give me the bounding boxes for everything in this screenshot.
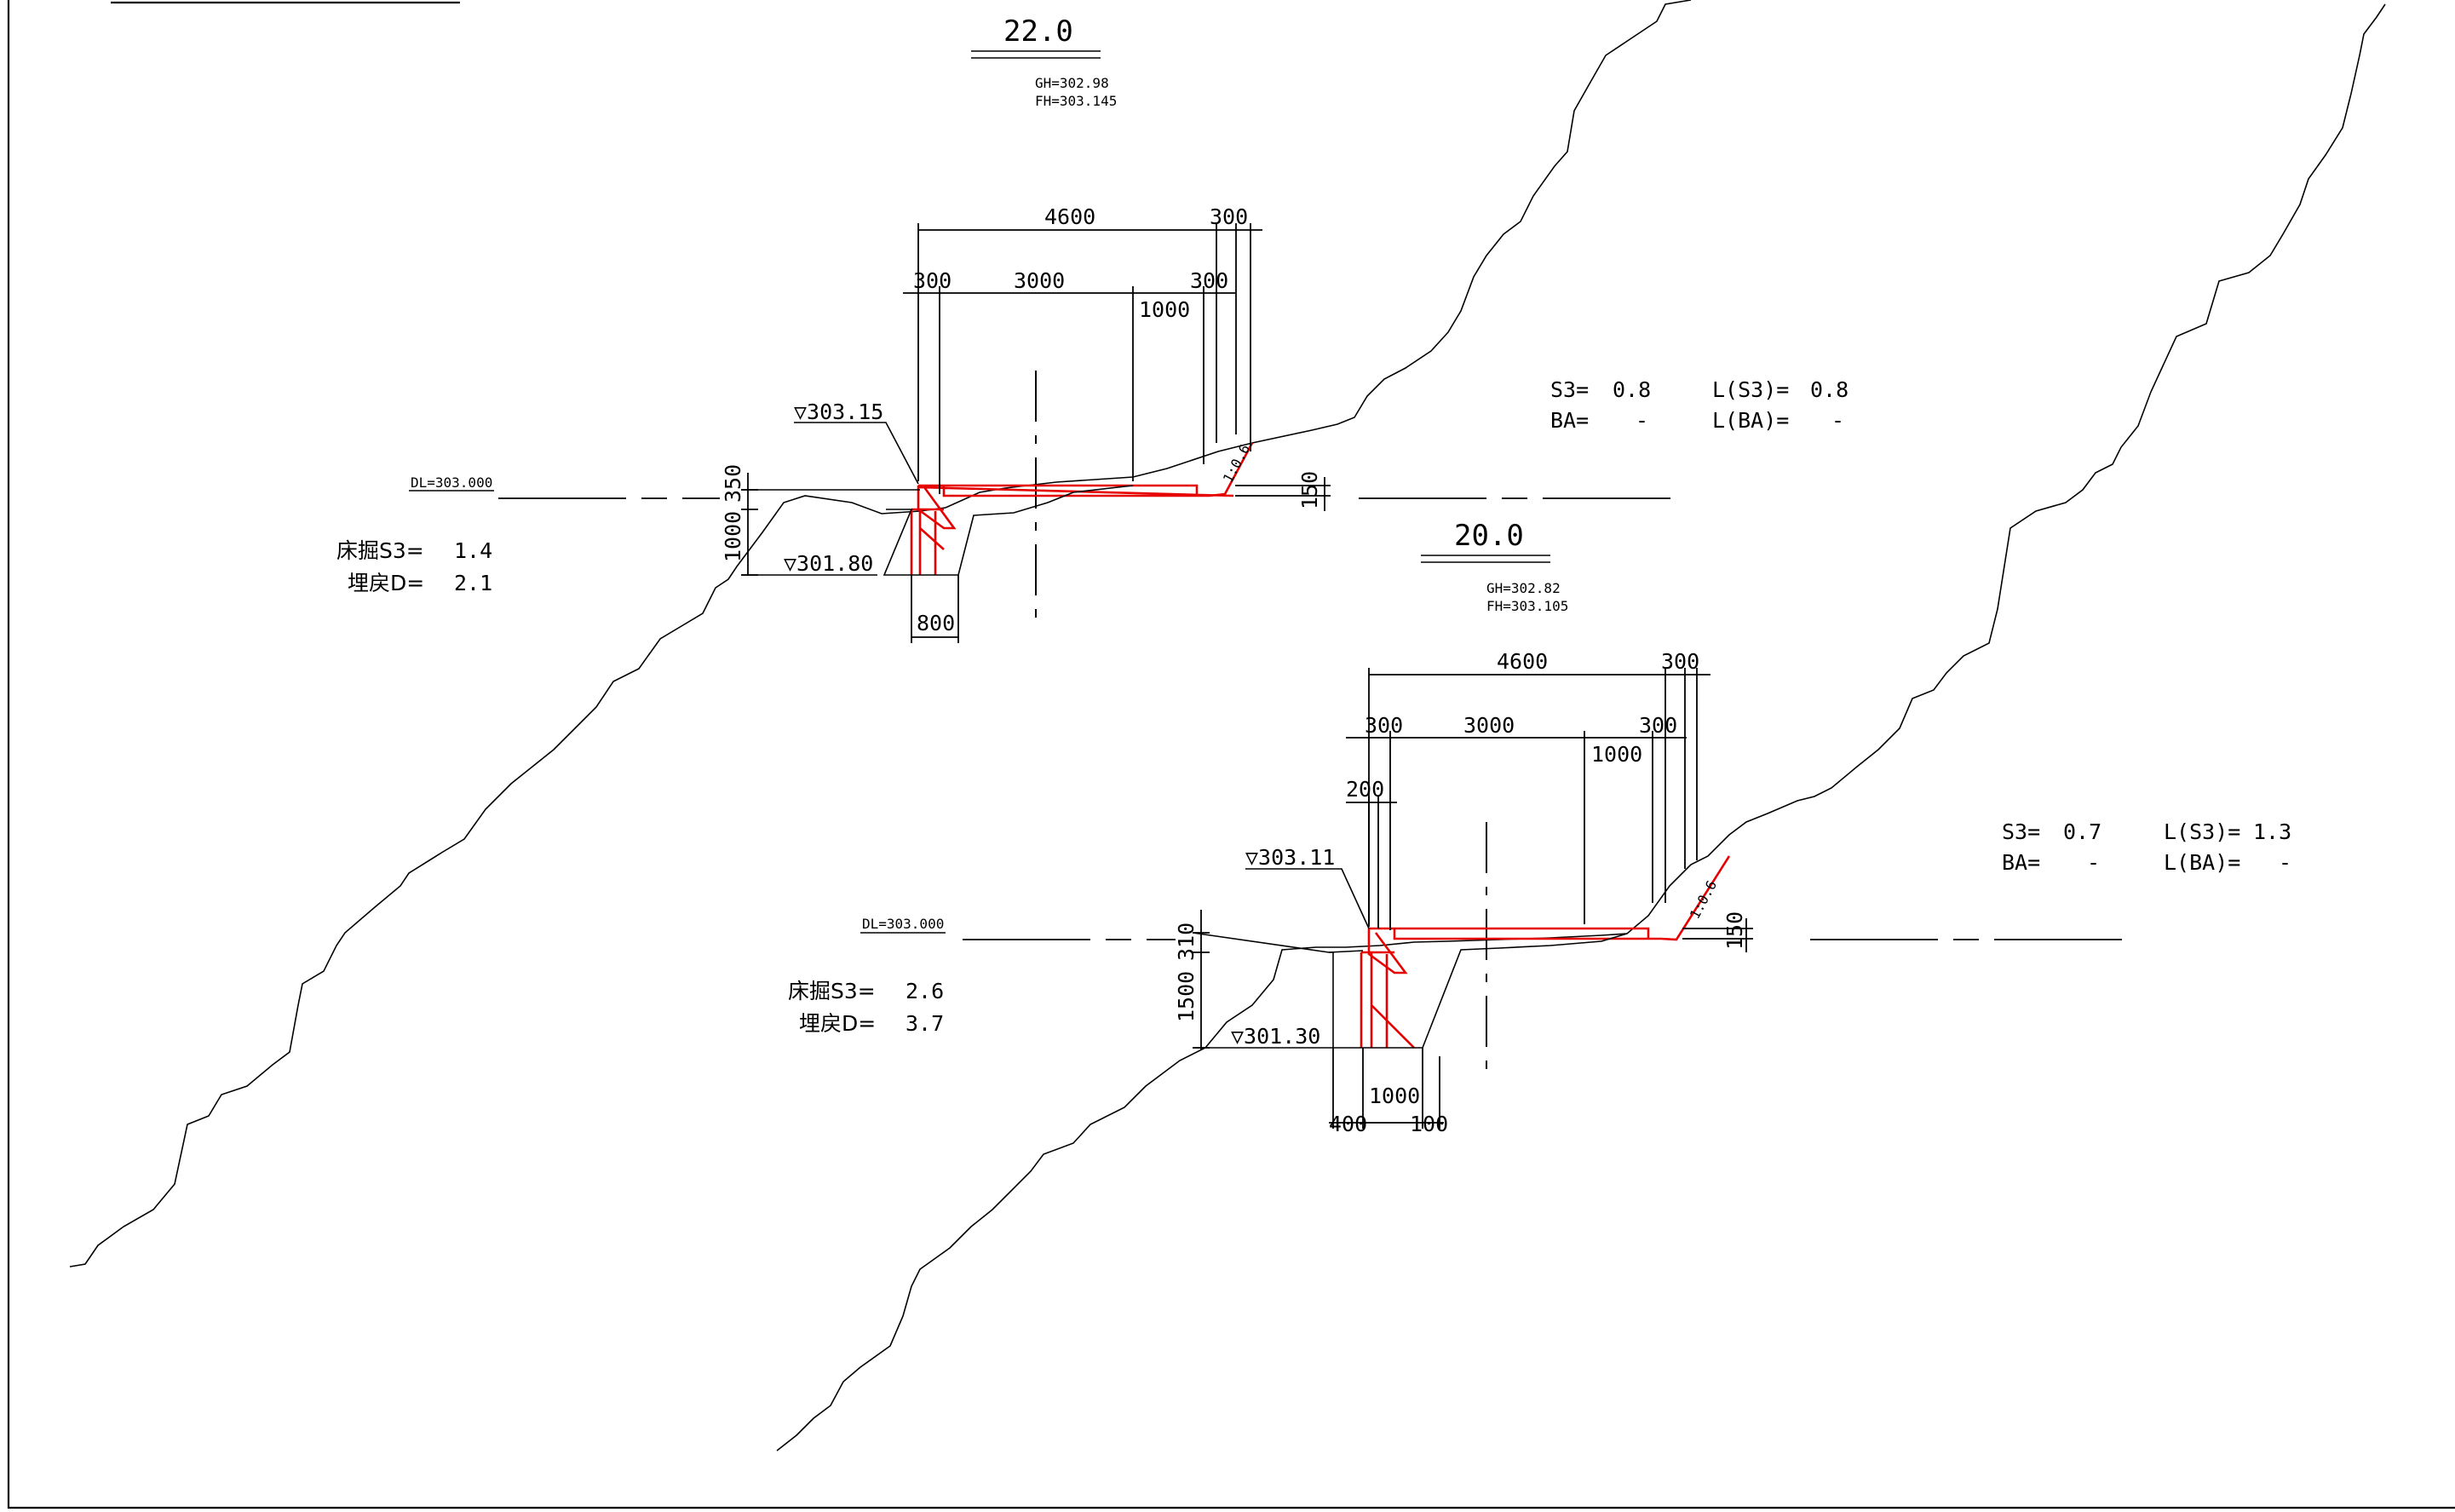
dim-300-top: 300 xyxy=(1661,649,1699,674)
excavation-value: 2.6 xyxy=(906,979,944,1003)
ls3-value: 1.3 xyxy=(2253,819,2291,844)
dim-1000-v: 1000 xyxy=(721,511,745,562)
dim-1000: 1000 xyxy=(1591,742,1642,767)
fh-label: FH=303.105 xyxy=(1486,598,1568,614)
s3-label: S3= xyxy=(1550,377,1589,402)
elev-top-leader xyxy=(1245,868,1370,929)
dl-label: DL=303.000 xyxy=(862,916,944,932)
sheet-border xyxy=(7,0,2455,1509)
ba-value: - xyxy=(1636,408,1648,433)
backfill-label: 埋戻D= xyxy=(348,571,424,595)
dim-400: 400 xyxy=(1329,1112,1367,1136)
elev-bottom: ▽301.80 xyxy=(784,551,873,576)
backfill-label: 埋戻D= xyxy=(799,1011,876,1036)
station-title: 22.0 xyxy=(1003,14,1073,49)
station-underline xyxy=(971,50,1101,59)
dim-3000: 3000 xyxy=(1014,268,1065,293)
dim-800: 800 xyxy=(917,611,955,635)
road-structure xyxy=(1367,855,1731,974)
dim-300-right: 300 xyxy=(1639,713,1677,738)
dim-vertical xyxy=(1193,910,1210,1049)
terrain-line xyxy=(776,3,2386,1452)
dim-150: 150 xyxy=(1722,911,1747,950)
dim-bottom-line xyxy=(1329,1048,1444,1129)
dim-4600: 4600 xyxy=(1044,204,1095,229)
dim-150: 150 xyxy=(1297,471,1322,509)
fh-label: FH=303.145 xyxy=(1035,93,1117,109)
section-20: 20.0 GH=302.82 FH=303.105 DL=303.000 460… xyxy=(776,3,2386,1452)
dim-line-4600 xyxy=(917,223,1262,481)
dim-350: 350 xyxy=(721,464,745,503)
excavation-outline xyxy=(1329,933,1628,1049)
dim-300-left: 300 xyxy=(913,268,952,293)
dim-4600: 4600 xyxy=(1497,649,1548,674)
gh-label: GH=302.98 xyxy=(1035,75,1109,91)
red-trench xyxy=(1360,951,1415,1049)
dim-line-200 xyxy=(1346,796,1397,928)
backfill-value: 2.1 xyxy=(454,571,492,595)
elev-top: ▽303.15 xyxy=(794,400,883,424)
elev-top: ▽303.11 xyxy=(1245,845,1335,870)
dim-1000-bottom: 1000 xyxy=(1369,1084,1420,1108)
dim-300-top: 300 xyxy=(1210,204,1248,229)
s3-label: S3= xyxy=(2002,819,2040,844)
dim-100: 100 xyxy=(1410,1112,1448,1136)
ls3-label: L(S3)= xyxy=(1712,377,1789,402)
dim-3000: 3000 xyxy=(1463,713,1515,738)
dim-300-right: 300 xyxy=(1190,268,1228,293)
ls3-label: L(S3)= xyxy=(2164,819,2240,844)
dim-1000: 1000 xyxy=(1139,297,1190,322)
dl-label: DL=303.000 xyxy=(411,474,492,491)
elev-bottom: ▽301.30 xyxy=(1231,1024,1320,1049)
excavation-outline xyxy=(883,485,1134,576)
station-underline xyxy=(1421,555,1550,563)
lba-label: L(BA)= xyxy=(1712,408,1789,433)
ls3-value: 0.8 xyxy=(1810,377,1848,402)
dim-150-line xyxy=(1682,918,1753,952)
dim-310: 310 xyxy=(1174,923,1199,961)
station-title: 20.0 xyxy=(1454,519,1524,553)
elev-top-leader xyxy=(794,422,919,485)
ba-label: BA= xyxy=(2002,850,2040,875)
dim-800-line xyxy=(911,575,959,643)
s3-value: 0.8 xyxy=(1613,377,1651,402)
excavation-value: 1.4 xyxy=(454,538,492,563)
backfill-value: 3.7 xyxy=(906,1011,944,1036)
excavation-label: 床掘S3= xyxy=(788,979,876,1003)
lba-value: - xyxy=(1831,408,1844,433)
dim-line-3000 xyxy=(1346,731,1687,930)
dim-300-left: 300 xyxy=(1365,713,1403,738)
dim-200: 200 xyxy=(1346,777,1384,802)
gh-label: GH=302.82 xyxy=(1486,580,1561,596)
dim-150-line xyxy=(1235,477,1331,511)
dim-1500: 1500 xyxy=(1174,971,1199,1022)
terrain-line xyxy=(69,0,1692,1268)
dim-vertical xyxy=(741,473,758,576)
dim-line-3000 xyxy=(903,286,1235,494)
lba-value: - xyxy=(2279,850,2291,875)
red-trench xyxy=(910,508,945,575)
s3-value: 0.7 xyxy=(2063,819,2101,844)
lba-label: L(BA)= xyxy=(2164,850,2240,875)
ba-label: BA= xyxy=(1550,408,1589,433)
dl-level-line xyxy=(1192,932,1364,953)
ba-value: - xyxy=(2087,850,2100,875)
excavation-label: 床掘S3= xyxy=(336,538,424,563)
